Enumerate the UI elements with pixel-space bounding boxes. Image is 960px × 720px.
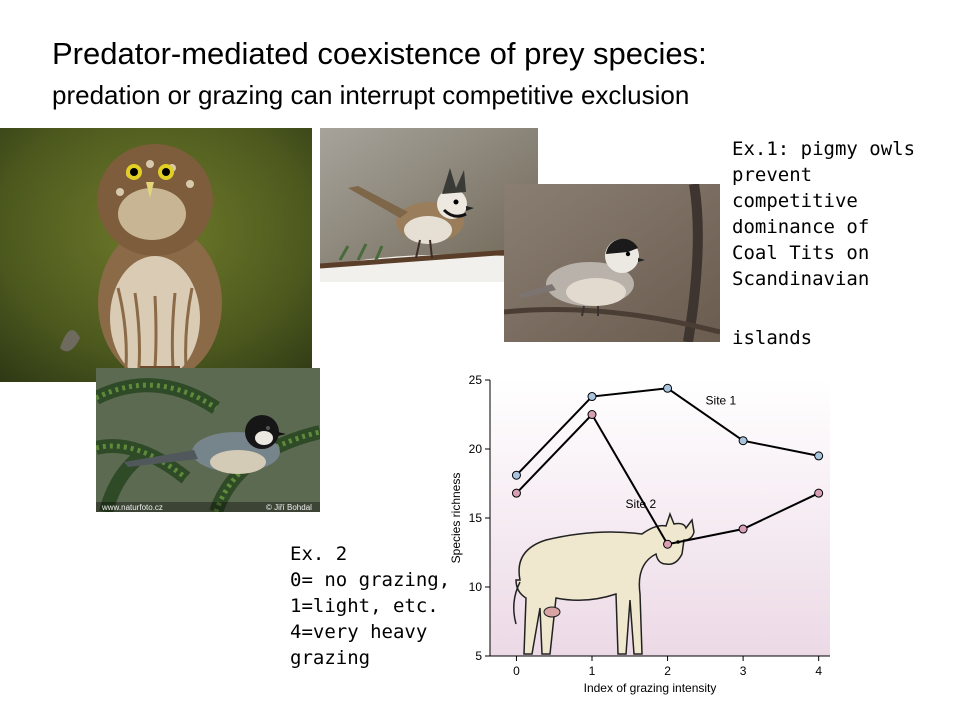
- coal-tit-photo: www.naturfoto.cz © Jiří Bohdal: [96, 368, 320, 512]
- example2-line: 4=very heavy: [290, 621, 428, 643]
- crested-tit-photo: [320, 128, 538, 282]
- example1-line: Scandinavian: [732, 268, 870, 290]
- data-point: [738, 436, 748, 446]
- x-tick-label: 4: [815, 664, 822, 678]
- example1-line: Ex.1: pigmy owls: [732, 138, 916, 160]
- example1-line: competitive: [732, 190, 858, 212]
- x-tick-label: 0: [513, 664, 520, 678]
- series-label: Site 2: [626, 497, 657, 511]
- x-tick-label: 2: [664, 664, 671, 678]
- example1-last-line: islands: [732, 327, 813, 349]
- photo-credit-right: © Jiří Bohdal: [266, 503, 312, 512]
- y-axis-label: Species richness: [449, 473, 463, 564]
- x-axis-label: Index of grazing intensity: [584, 681, 717, 695]
- data-point: [814, 488, 824, 498]
- example2-line: 1=light, etc.: [290, 595, 439, 617]
- data-point: [814, 451, 824, 461]
- y-tick-label: 10: [469, 580, 483, 594]
- data-point: [587, 392, 597, 402]
- data-point: [587, 410, 597, 419]
- data-point: [511, 470, 521, 480]
- owl-photo: [0, 128, 312, 382]
- x-tick-label: 3: [740, 664, 747, 678]
- slide-title: Predator-mediated coexistence of prey sp…: [52, 36, 707, 71]
- x-tick-label: 1: [589, 664, 596, 678]
- photo-credit-left: www.naturfoto.cz: [101, 503, 163, 512]
- example2-text: Ex. 2 0= no grazing, 1=light, etc. 4=ver…: [290, 541, 450, 671]
- series-label: Site 1: [706, 393, 737, 407]
- y-tick-label: 15: [469, 511, 483, 525]
- willow-tit-photo: [504, 184, 720, 342]
- cow-icon: [513, 511, 695, 655]
- example2-line: 0= no grazing,: [290, 569, 451, 591]
- example1-line: dominance of: [732, 216, 870, 238]
- example1-line: prevent: [732, 164, 813, 186]
- data-point: [738, 524, 748, 534]
- y-tick-label: 25: [469, 373, 483, 387]
- data-point: [511, 488, 521, 498]
- y-tick-label: 5: [475, 649, 482, 663]
- example2-line: grazing: [290, 647, 371, 669]
- data-point: [663, 383, 673, 393]
- example1-text: Ex.1: pigmy owls prevent competitive dom…: [732, 136, 915, 292]
- y-tick-label: 20: [469, 442, 483, 456]
- example1-line: Coal Tits on: [732, 242, 870, 264]
- example2-line: Ex. 2: [290, 543, 348, 565]
- slide-subtitle: predation or grazing can interrupt compe…: [52, 80, 690, 110]
- data-point: [663, 539, 673, 549]
